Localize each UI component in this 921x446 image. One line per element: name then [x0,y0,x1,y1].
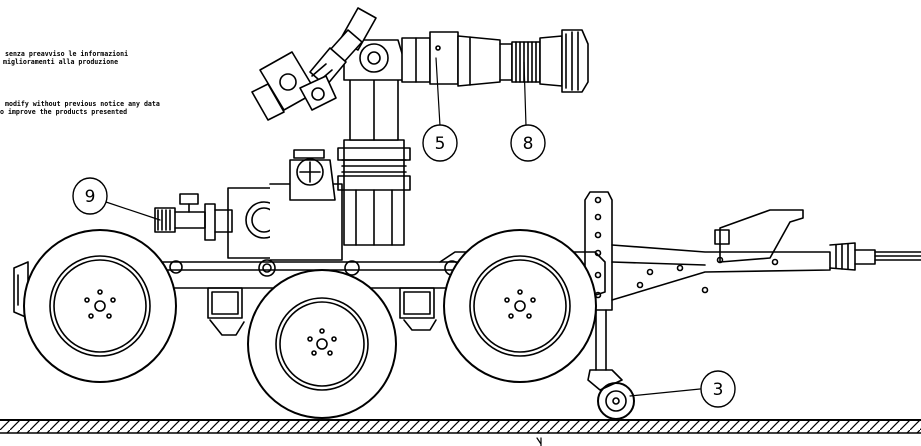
pump-body [227,149,343,261]
riser-column [337,69,411,246]
jockey-wheel [587,309,635,420]
disclaimer-en-line-2: o improve the products presented [0,108,128,116]
callout-8-label: 8 [523,134,534,154]
disclaimer-italian: senza preavviso le informazioni migliora… [0,50,128,66]
wheel-rear [23,229,177,383]
wheel-middle [247,269,397,419]
disclaimer-it-line-2: miglioramenti alla produzione [3,58,119,66]
wheel-front [443,229,597,383]
callout-5: 5 [422,124,458,162]
callout-leaders [105,57,701,397]
disclaimer-it-line-1: senza preavviso le informazioni [5,50,129,58]
disclaimer-en-line-1: modify without previous notice any data [5,100,160,108]
inlet-valve [154,193,233,241]
center-mark [536,437,542,446]
callout-9-label: 9 [85,187,96,207]
callout-8: 8 [510,124,546,162]
callout-3: 3 [700,370,736,408]
drawbar [584,191,921,311]
ground [0,419,921,434]
callout-5-label: 5 [435,134,446,154]
drive-arm [251,7,377,121]
sprinkler-head [343,31,459,85]
nozzle-assembly [457,29,589,93]
callout-3-label: 3 [713,380,724,400]
disclaimer-english: modify without previous notice any data … [0,100,160,116]
callout-9: 9 [72,177,108,215]
